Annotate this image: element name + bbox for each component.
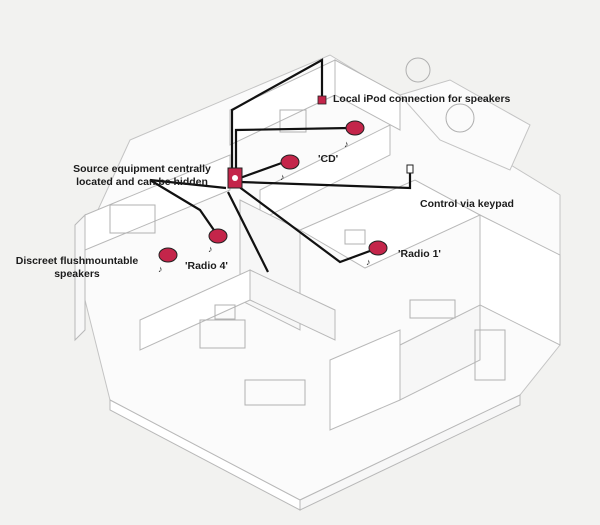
sofa-lounge <box>244 379 306 406</box>
speaker-radio1-room: ♪ <box>366 240 388 267</box>
cabling <box>149 58 412 273</box>
speaker-radio4-room: ♪ <box>208 228 228 254</box>
svg-text:♪: ♪ <box>158 264 163 274</box>
speaker-cd-room: ♪ <box>344 120 365 149</box>
pendant-lamp <box>405 57 431 83</box>
dining-table <box>445 103 475 133</box>
cable-cd-1 <box>234 126 351 175</box>
door-right-room <box>474 329 506 381</box>
speakers-label-line1: Discreet flushmountable <box>15 255 139 267</box>
wall-front-right <box>299 394 521 511</box>
cd-label: 'CD' <box>318 153 339 165</box>
wall-back-right <box>334 59 401 131</box>
cable-radio4-b <box>227 191 269 273</box>
radio4-label: 'Radio 4' <box>185 260 228 272</box>
keypad-icon <box>406 164 414 174</box>
source-equipment-label: Source equipment centrally located and c… <box>52 163 232 189</box>
svg-text:♪: ♪ <box>366 257 371 267</box>
wall-right-room <box>479 214 561 346</box>
wall-lounge-side <box>249 269 336 341</box>
tv-lounge <box>214 304 236 320</box>
dining-floor <box>399 79 531 171</box>
bed-left-room <box>109 204 156 234</box>
svg-text:♪: ♪ <box>280 172 285 182</box>
sideboard-right-room <box>409 299 456 319</box>
cable-keypad <box>239 172 412 190</box>
cable-radio1 <box>237 185 379 264</box>
speakers-label-line2: speakers <box>54 268 100 280</box>
furniture <box>109 57 506 406</box>
source-equipment-label-line2: located and can be hidden <box>76 176 208 188</box>
cable-ipod <box>230 58 324 175</box>
wall-front-center <box>329 329 401 431</box>
kitchen-window <box>279 109 307 133</box>
wall-left-side <box>74 213 86 342</box>
ipod-label: Local iPod connection for speakers <box>333 93 511 105</box>
tv-unit-lounge <box>199 319 246 349</box>
cable-radio4 <box>149 178 227 237</box>
keypad-label: Control via keypad <box>420 198 514 210</box>
speakers-label: Discreet flushmountable speakers <box>2 255 152 281</box>
speaker-cd-room-2: ♪ <box>280 154 300 182</box>
radio1-label: 'Radio 1' <box>398 248 441 260</box>
source-equipment-icon <box>227 167 243 189</box>
source-equipment-label-line1: Source equipment centrally <box>73 163 211 175</box>
svg-text:♪: ♪ <box>208 244 213 254</box>
tv-radio1-room <box>344 229 366 245</box>
svg-text:♪: ♪ <box>344 139 349 149</box>
ipod-dock-icon <box>317 95 327 105</box>
speaker-radio4-room-2: ♪ <box>158 247 178 274</box>
